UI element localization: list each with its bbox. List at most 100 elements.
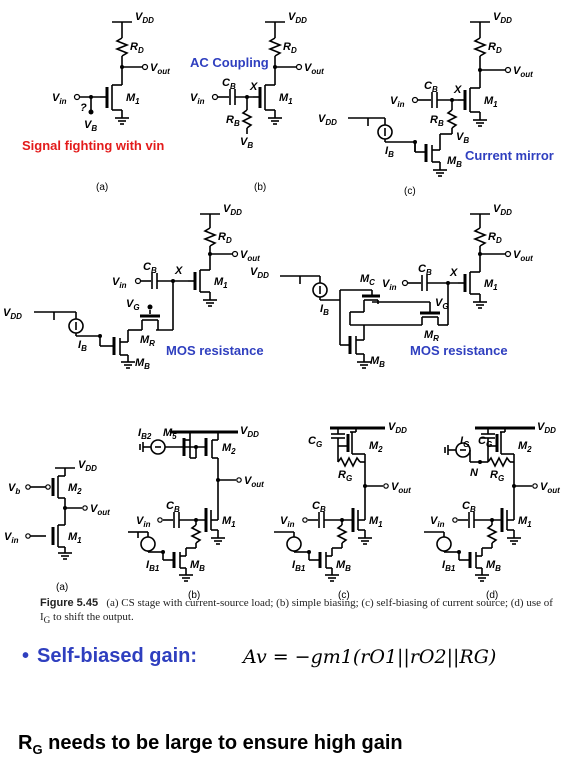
vdd-label-2a2: VDD bbox=[3, 307, 22, 321]
mos-resistance-annotation-1: MOS resistance bbox=[166, 343, 264, 358]
subfig-label-b: (b) bbox=[254, 182, 266, 193]
rg-label-3d: RG bbox=[490, 469, 504, 483]
subfig-label-3b: (b) bbox=[188, 590, 200, 600]
vin-label-b: Vin bbox=[190, 92, 205, 106]
m1-label-2b: M1 bbox=[484, 278, 498, 292]
circuit-diagrams: VDD RD Vout M1 Vin ? VB Signal fighting … bbox=[3, 11, 560, 600]
vg-label-2a: VG bbox=[126, 298, 140, 312]
vdd-label-2b2: VDD bbox=[250, 266, 269, 280]
m2-label-3a: M2 bbox=[68, 482, 82, 496]
ac-coupling-annotation: AC Coupling bbox=[190, 55, 269, 70]
rb-label-b: RB bbox=[226, 114, 240, 128]
ib2-label-3b: IB2 bbox=[138, 427, 152, 441]
vin-label-c: Vin bbox=[390, 95, 405, 109]
cg-label-3c: CG bbox=[308, 435, 322, 449]
circuit-1b: VDD RD Vout AC Coupling CB X M1 Vin RB V… bbox=[190, 11, 324, 193]
rd-label-a: RD bbox=[130, 41, 144, 55]
current-mirror-annotation: Current mirror bbox=[465, 148, 554, 163]
m1-label-a: M1 bbox=[126, 92, 140, 106]
m2-label-3d: M2 bbox=[518, 440, 532, 454]
mos-resistance-annotation-2: MOS resistance bbox=[410, 343, 508, 358]
circuit-3b: VDD IB2 M5 M2 Vout CB Vin M1 IB1 MB (b) bbox=[128, 425, 264, 600]
subfig-label-c: (c) bbox=[404, 186, 416, 197]
cb-label-b: CB bbox=[222, 77, 236, 91]
caption-tail: to shift the output. bbox=[50, 611, 134, 623]
circuit-2a: VDD RD Vout CB X M1 Vin VG VDD MR IB MB … bbox=[3, 203, 264, 371]
subfig-label-3a: (a) bbox=[56, 582, 68, 593]
note-prefix: R bbox=[18, 732, 33, 754]
m1-label-c: M1 bbox=[484, 95, 498, 109]
rg-label-3c: RG bbox=[338, 469, 352, 483]
cb-label-2b: CB bbox=[418, 263, 432, 277]
m1-label-b: M1 bbox=[279, 92, 293, 106]
circuit-3c: VDD CG M2 RG Vout CB Vin M1 IB1 MB (c) bbox=[274, 421, 411, 600]
rg-note: RG needs to be large to ensure high gain bbox=[18, 732, 403, 757]
caption-text: (a) CS stage with current-source load; (… bbox=[40, 597, 553, 623]
vout-label-a: Vout bbox=[150, 62, 170, 76]
vout-label-3a: Vout bbox=[90, 503, 110, 517]
vin-label-2b: Vin bbox=[382, 278, 397, 292]
subfig-label-3d: (d) bbox=[486, 590, 498, 600]
gain-formula: Av = −gm1(rO1||rO2||RG) bbox=[243, 646, 497, 668]
rd-label-b: RD bbox=[283, 41, 297, 55]
vdd-label-2a: VDD bbox=[223, 203, 242, 217]
note-sub: G bbox=[32, 742, 43, 757]
vin-label-3c: Vin bbox=[280, 515, 295, 529]
vout-label-3c: Vout bbox=[391, 481, 411, 495]
vdd-label-b: VDD bbox=[288, 11, 307, 25]
vdd-label-3c: VDD bbox=[388, 421, 407, 435]
vdd-label-3d: VDD bbox=[537, 421, 556, 435]
vdd-label-a: VDD bbox=[135, 11, 154, 25]
x-label-2a: X bbox=[174, 265, 183, 277]
vin-label-2a: Vin bbox=[112, 276, 127, 290]
m1-label-3a: M1 bbox=[68, 531, 82, 545]
bullet-icon: • bbox=[22, 645, 30, 667]
vdd-label-c: VDD bbox=[493, 11, 512, 25]
mr-label-2b: MR bbox=[424, 329, 439, 343]
vdd-label-2b: VDD bbox=[493, 203, 512, 217]
vg-label-2b: VG bbox=[435, 297, 449, 311]
rd-label-c: RD bbox=[488, 41, 502, 55]
rd-label-2b: RD bbox=[488, 231, 502, 245]
self-biased-gain-bullet: • Self-biased gain: bbox=[22, 645, 197, 668]
figure-caption: Figure 5.45 (a) CS stage with current-so… bbox=[40, 596, 560, 627]
bullet-title: Self-biased gain: bbox=[37, 645, 198, 667]
mb-label-2b: MB bbox=[370, 355, 385, 369]
rd-label-2a: RD bbox=[218, 231, 232, 245]
ib-label-2a: IB bbox=[78, 339, 87, 353]
note-text: needs to be large to ensure high gain bbox=[42, 732, 403, 754]
vdd-label-c2: VDD bbox=[318, 113, 337, 127]
m2-label-3b: M2 bbox=[222, 442, 236, 456]
vdd-label-3a: VDD bbox=[78, 459, 97, 473]
ib-label-2b: IB bbox=[320, 303, 329, 317]
mb-label-3b: MB bbox=[190, 559, 205, 573]
m1-label-3d: M1 bbox=[518, 515, 532, 529]
cb-label-3d: CB bbox=[462, 500, 476, 514]
circuit-3d: VDD IG CG M2 N RG Vout CB Vin M1 IB1 MB … bbox=[424, 421, 560, 600]
mr-label-2a: MR bbox=[140, 334, 155, 348]
circuit-3a: VDD Vb M2 Vout Vin M1 (a) bbox=[4, 459, 110, 593]
mc-label-2b: MC bbox=[360, 273, 375, 287]
subfig-label-3c: (c) bbox=[338, 590, 350, 600]
question-label-a: ? bbox=[80, 102, 87, 114]
ib1-label-3d: IB1 bbox=[442, 559, 456, 573]
m1-label-3c: M1 bbox=[369, 515, 383, 529]
vin-label-3a: Vin bbox=[4, 531, 19, 545]
m1-label-2a: M1 bbox=[214, 276, 228, 290]
ib1-label-3c: IB1 bbox=[292, 559, 306, 573]
vb-label-a: VB bbox=[84, 119, 97, 133]
figure-number: Figure 5.45 bbox=[40, 597, 99, 609]
circuit-2b: VDD RD Vout VDD MC CB X M1 Vin IB VG MR … bbox=[250, 203, 533, 369]
mb-label-c: MB bbox=[447, 155, 462, 169]
cb-label-2a: CB bbox=[143, 261, 157, 275]
x-label-b: X bbox=[249, 81, 258, 93]
n-label-3d: N bbox=[470, 467, 479, 479]
caption-sub: G bbox=[43, 615, 51, 626]
vout-label-3d: Vout bbox=[540, 481, 560, 495]
subfig-label-a: (a) bbox=[96, 182, 108, 193]
vdd-label-3b: VDD bbox=[240, 425, 259, 439]
mb-label-3c: MB bbox=[336, 559, 351, 573]
vout-label-3b: Vout bbox=[244, 475, 264, 489]
m1-label-3b: M1 bbox=[222, 515, 236, 529]
vout-label-b: Vout bbox=[304, 62, 324, 76]
